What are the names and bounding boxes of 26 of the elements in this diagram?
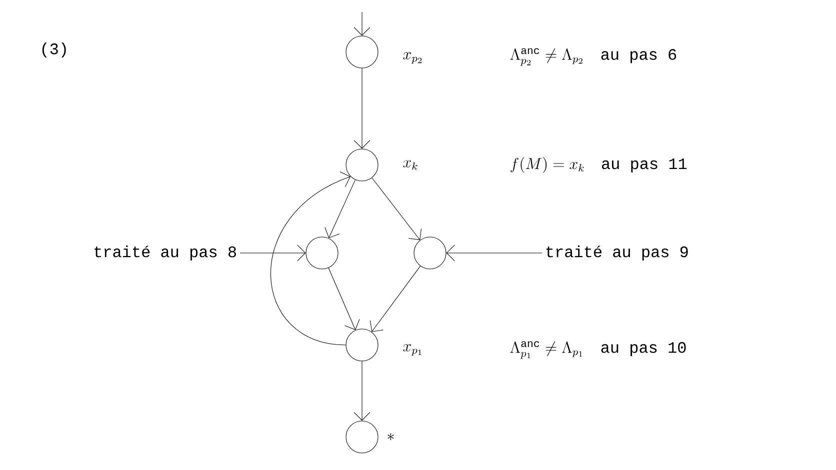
arrow (240, 244, 306, 262)
arrow (270, 171, 350, 346)
node-circle (346, 36, 378, 68)
node-label: $*$ (388, 433, 394, 440)
annotation-text: $\Lambda^{\mathrm{anc}}_{p_2} \neq \Lambda_{p_2} \quad \mbox{au pas 6}$ (510, 48, 676, 66)
note-text: traité au pas 9 (546, 246, 688, 260)
node-label: $x_k$ (403, 160, 418, 170)
arrow (328, 268, 360, 330)
arrow (446, 244, 542, 262)
arrow (370, 266, 421, 332)
note-text: traité au pas 8 (94, 246, 236, 260)
annotation-text: $\Lambda^{\mathrm{anc}}_{p_1} \neq \Lambda_{p_1} \quad \mbox{au pas 10}$ (510, 341, 686, 359)
node-circle (346, 148, 378, 182)
arrow (372, 178, 422, 240)
node-circle (306, 236, 338, 270)
node-circle (346, 328, 378, 362)
node-label: $x_{p_2}$ (403, 52, 422, 64)
annotation-text: $f(M) = x_k \quad \mbox{au pas 11}$ (510, 157, 687, 173)
figure-number: (3) (42, 42, 66, 58)
arrow (354, 12, 370, 36)
arrow (354, 68, 370, 149)
arrow (324, 180, 356, 238)
node-circle (414, 236, 446, 270)
arrow (354, 361, 370, 421)
node-label: $x_{p_1}$ (403, 344, 422, 356)
node-circle (346, 420, 378, 454)
